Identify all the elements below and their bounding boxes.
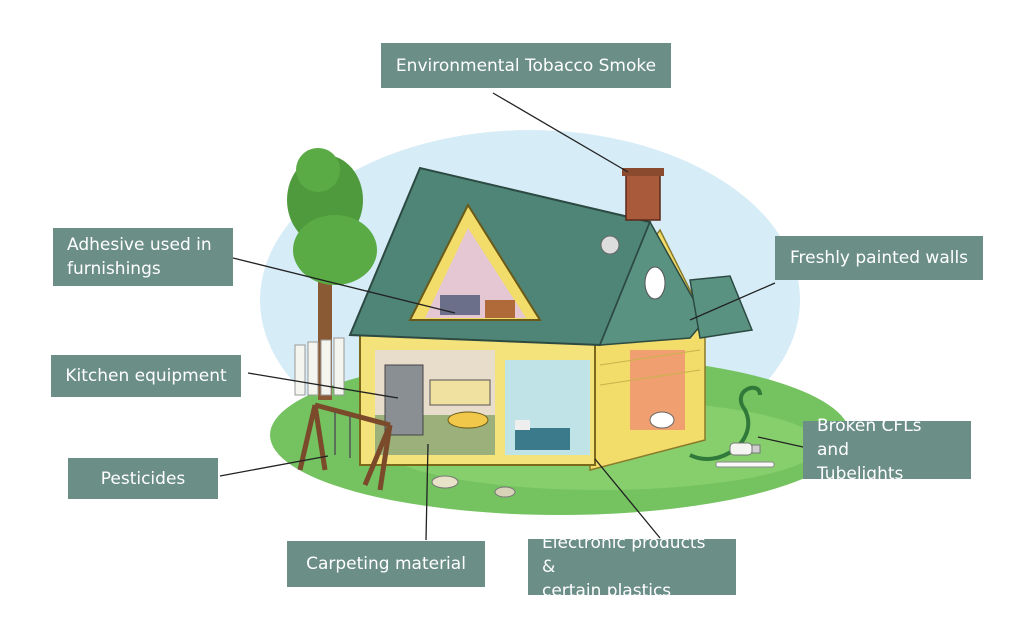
leader-adhesive (232, 257, 456, 314)
label-kitchen-equipment: Kitchen equipment (51, 355, 241, 397)
cfl-bulb-icon (729, 442, 761, 456)
chimney-icon (622, 168, 664, 221)
label-broken-cfls-tubelights: Broken CFLs and Tubelights (803, 416, 971, 484)
leader-tobacco (492, 92, 629, 173)
leader-lines (219, 92, 804, 541)
label-electronic-products-plastics: Electronic products & certain plastics (528, 533, 736, 601)
label-environmental-tobacco-smoke: Environmental Tobacco Smoke (381, 43, 671, 88)
cat-icon (494, 486, 516, 498)
tubelight-icon (715, 461, 775, 468)
swing-ropes (334, 412, 351, 458)
swing-set-icon (297, 402, 393, 491)
leader-pesticides (219, 455, 329, 477)
label-freshly-painted-walls: Freshly painted walls (775, 236, 983, 280)
label-pesticides: Pesticides (68, 458, 218, 499)
dog-icon (431, 475, 459, 489)
leader-paint (689, 282, 776, 321)
leader-electronics (594, 458, 661, 539)
garden-hose-icon (689, 385, 762, 461)
tree-icon (287, 148, 377, 400)
leader-cfl (757, 436, 804, 448)
label-carpeting-material: Carpeting material (287, 541, 485, 587)
leader-carpeting (425, 443, 429, 541)
fence (294, 337, 345, 396)
label-adhesive-furnishings: Adhesive used in furnishings (53, 228, 233, 286)
leader-kitchen (247, 372, 399, 399)
